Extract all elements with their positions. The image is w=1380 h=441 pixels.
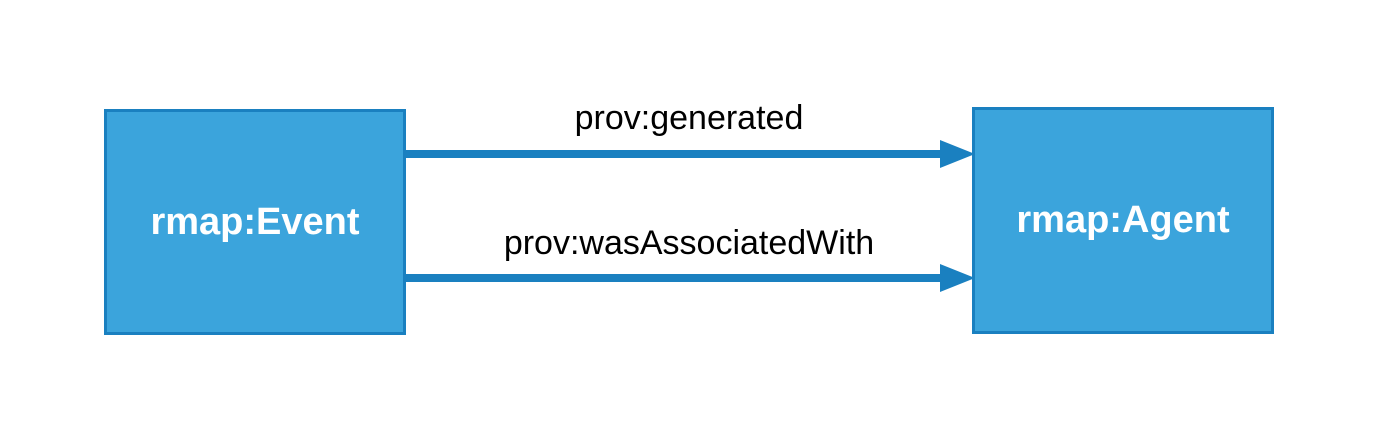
node-rmap-event: rmap:Event xyxy=(104,109,406,335)
edge-generated-arrowhead xyxy=(940,140,975,168)
edge-was-associated-with-label: prov:wasAssociatedWith xyxy=(503,224,875,262)
edge-was-associated-with xyxy=(406,264,975,292)
edge-generated xyxy=(406,140,975,168)
node-rmap-event-label: rmap:Event xyxy=(150,200,360,243)
edge-was-associated-with-arrowhead xyxy=(940,264,975,292)
node-rmap-agent: rmap:Agent xyxy=(972,107,1274,334)
node-rmap-agent-label: rmap:Agent xyxy=(1016,199,1230,241)
edge-generated-label: prov:generated xyxy=(574,99,804,137)
